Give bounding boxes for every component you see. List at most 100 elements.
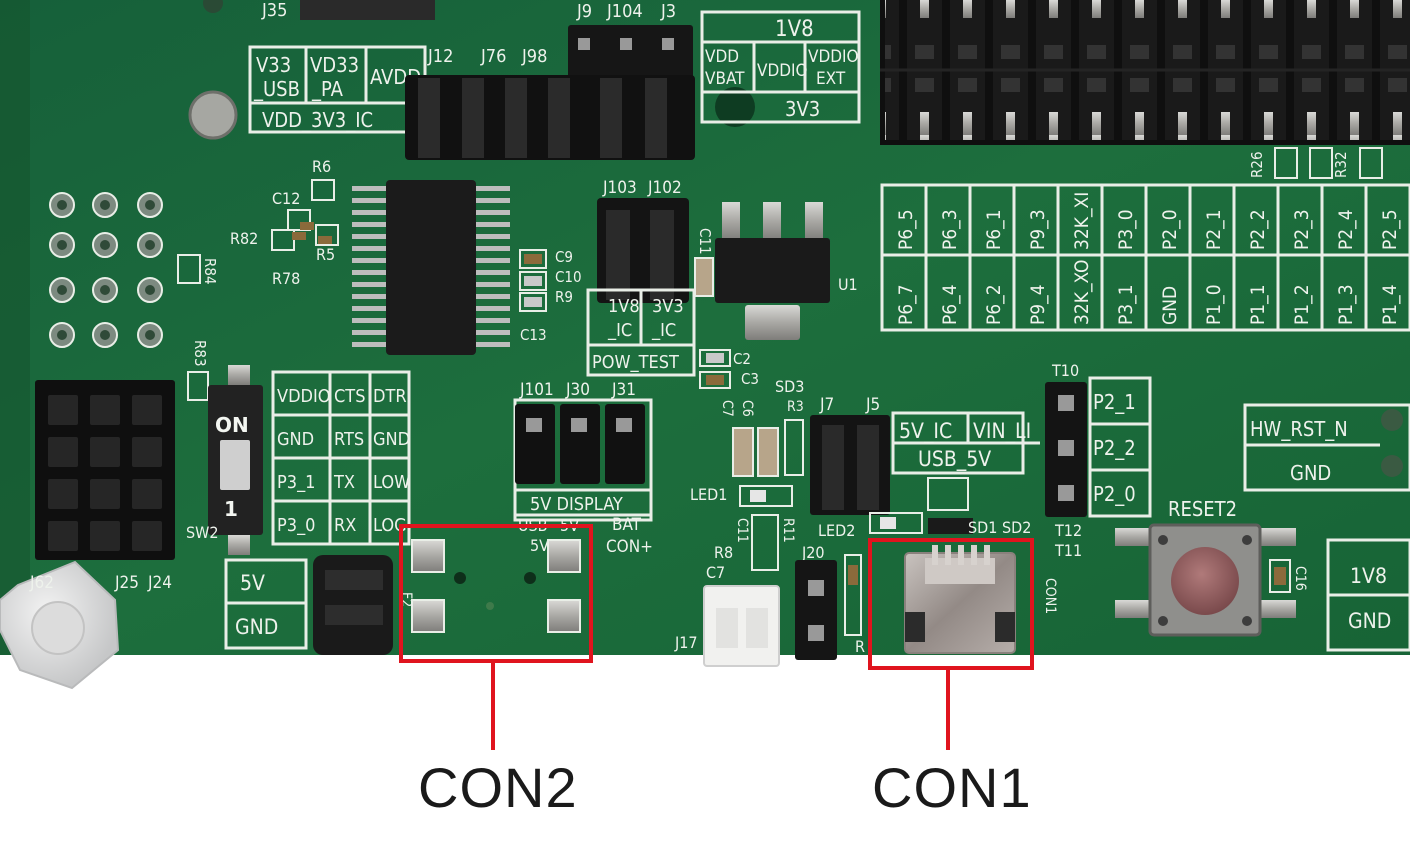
power-label-box-left [224, 558, 308, 650]
silk-vdd-3v3: VDD_3V3_IC [262, 108, 373, 132]
uart-cell: LOG [373, 515, 407, 536]
gpio-label-top: P2_0 [1159, 209, 1181, 250]
silk-r32: R32 [1332, 151, 1350, 178]
gpio-label-bottom: 32K_XO [1071, 260, 1093, 325]
silk-v33: V33 [256, 53, 291, 77]
silk-ic-a: _IC [607, 320, 632, 341]
silk-hw-rst: HW_RST_N [1250, 417, 1348, 441]
con1-micro-usb [904, 545, 1016, 654]
power-jack [313, 555, 393, 655]
silk-usb-5v: USB_5V [918, 447, 991, 472]
gpio-label-top: P9_3 [1027, 209, 1049, 250]
gpio-label-top: P2_4 [1335, 209, 1357, 250]
silk-t10: T10 [1051, 361, 1079, 380]
silk-j30: J30 [565, 380, 590, 400]
uart-cell: LOW [373, 472, 410, 493]
uart-cell: P3_0 [277, 515, 315, 536]
silk-tp-p2-2: P2_2 [1093, 436, 1136, 460]
silk-c2: C2 [733, 350, 751, 368]
jumper-j7-j5 [810, 411, 1040, 515]
gpio-label-bottom: P9_4 [1027, 284, 1049, 325]
jumper-block-j103 [586, 198, 696, 377]
power-label-box-right [1326, 538, 1410, 652]
nylon-standoff [0, 560, 120, 690]
silk-j101: J101 [519, 380, 554, 400]
silk-1v8-right: 1V8 [1350, 564, 1387, 588]
silk-j102: J102 [647, 178, 682, 198]
jumper-block-top [405, 25, 695, 160]
silk-r78: R78 [272, 269, 300, 288]
silk-j76: J76 [480, 46, 506, 67]
gpio-label-top: P6_1 [983, 209, 1005, 250]
uart-cell: DTR [373, 386, 407, 407]
silk-pow-test: POW_TEST [592, 352, 679, 373]
silk-5v-j101b: 5V [530, 536, 549, 555]
j20-header [795, 560, 837, 660]
gpio-label-top: P6_3 [939, 209, 961, 250]
silk-vddio: VDDIO [757, 61, 808, 81]
silk-c11-led: C11 [734, 518, 750, 543]
uart-cell: P3_1 [277, 472, 315, 493]
gpio-label-top: P2_3 [1291, 209, 1313, 250]
silk-gnd-left: GND [235, 615, 278, 639]
silk-led1: LED1 [690, 485, 727, 504]
silk-r83: R83 [191, 340, 209, 367]
uart-cell: VDDIO [277, 386, 331, 407]
silk-bat: BAT [612, 515, 642, 535]
silk-t12: T12 [1054, 521, 1082, 540]
con2-footprint [411, 539, 581, 633]
silk-u1: U1 [838, 275, 858, 294]
silk-sd3: SD3 [775, 377, 804, 396]
silk-c7-led: C7 [706, 563, 725, 582]
callout-label-con1: CON1 [872, 756, 1032, 819]
uart-cell: CTS [334, 386, 365, 407]
silk-ic-b: _IC [651, 320, 676, 341]
silk-1v8-top: 1V8 [775, 17, 814, 42]
silk-reset2: RESET2 [1168, 497, 1237, 521]
reset-button [1115, 523, 1296, 637]
silk-3v3-ic: 3V3 [652, 296, 684, 317]
gpio-label-bottom: P3_1 [1115, 284, 1137, 325]
silk-c16: C16 [1292, 566, 1308, 591]
silk-vbat: VBAT [705, 69, 745, 89]
silk-5v-display: 5V DISPLAY [530, 494, 623, 515]
gpio-pin-header [880, 0, 1410, 145]
callout-con1 [868, 538, 1034, 750]
silk-usb: _USB [253, 77, 300, 101]
hw-reset-box [1243, 403, 1410, 492]
silk-vd33: VD33 [310, 53, 359, 77]
gpio-label-top: P2_5 [1379, 209, 1401, 250]
silk-j7: J7 [819, 395, 834, 415]
silk-sd1: SD1 [968, 518, 997, 537]
uart-cell: GND [373, 429, 410, 450]
silk-vdd: VDD [705, 47, 739, 67]
gpio-label-bottom: P1_4 [1379, 284, 1401, 325]
silk-sw-1: 1 [224, 497, 238, 521]
silk-5v-left: 5V [240, 571, 265, 595]
gpio-label-top: P2_2 [1247, 209, 1269, 250]
silk-j104: J104 [606, 1, 643, 22]
voltage-regulator-u1 [715, 202, 830, 340]
gpio-label-bottom: P6_2 [983, 284, 1005, 325]
silk-tp-p2-1: P2_1 [1093, 390, 1136, 414]
silk-r5: R5 [316, 245, 335, 264]
gpio-label-top: P6_5 [895, 209, 917, 250]
silk-j5: J5 [865, 395, 880, 415]
via-grid [49, 192, 163, 348]
passive-cluster-mid [519, 249, 547, 312]
silk-vin-li: VIN_LI [973, 419, 1031, 444]
callout-label-con2: CON2 [418, 756, 578, 819]
silk-j20: J20 [801, 543, 825, 562]
left-pin-headers [35, 380, 175, 560]
gpio-label-top: 32K_XI [1071, 192, 1093, 250]
gpio-label-bottom: P6_4 [939, 284, 961, 325]
silk-vddio-ext: VDDIO [808, 47, 859, 67]
silk-j103: J103 [602, 178, 637, 198]
silk-1v8-ic: 1V8 [608, 296, 640, 317]
silk-r-bottom: R [855, 637, 865, 656]
silk-j62-left: J62 [29, 573, 54, 593]
silk-gnd-right: GND [1348, 609, 1391, 633]
